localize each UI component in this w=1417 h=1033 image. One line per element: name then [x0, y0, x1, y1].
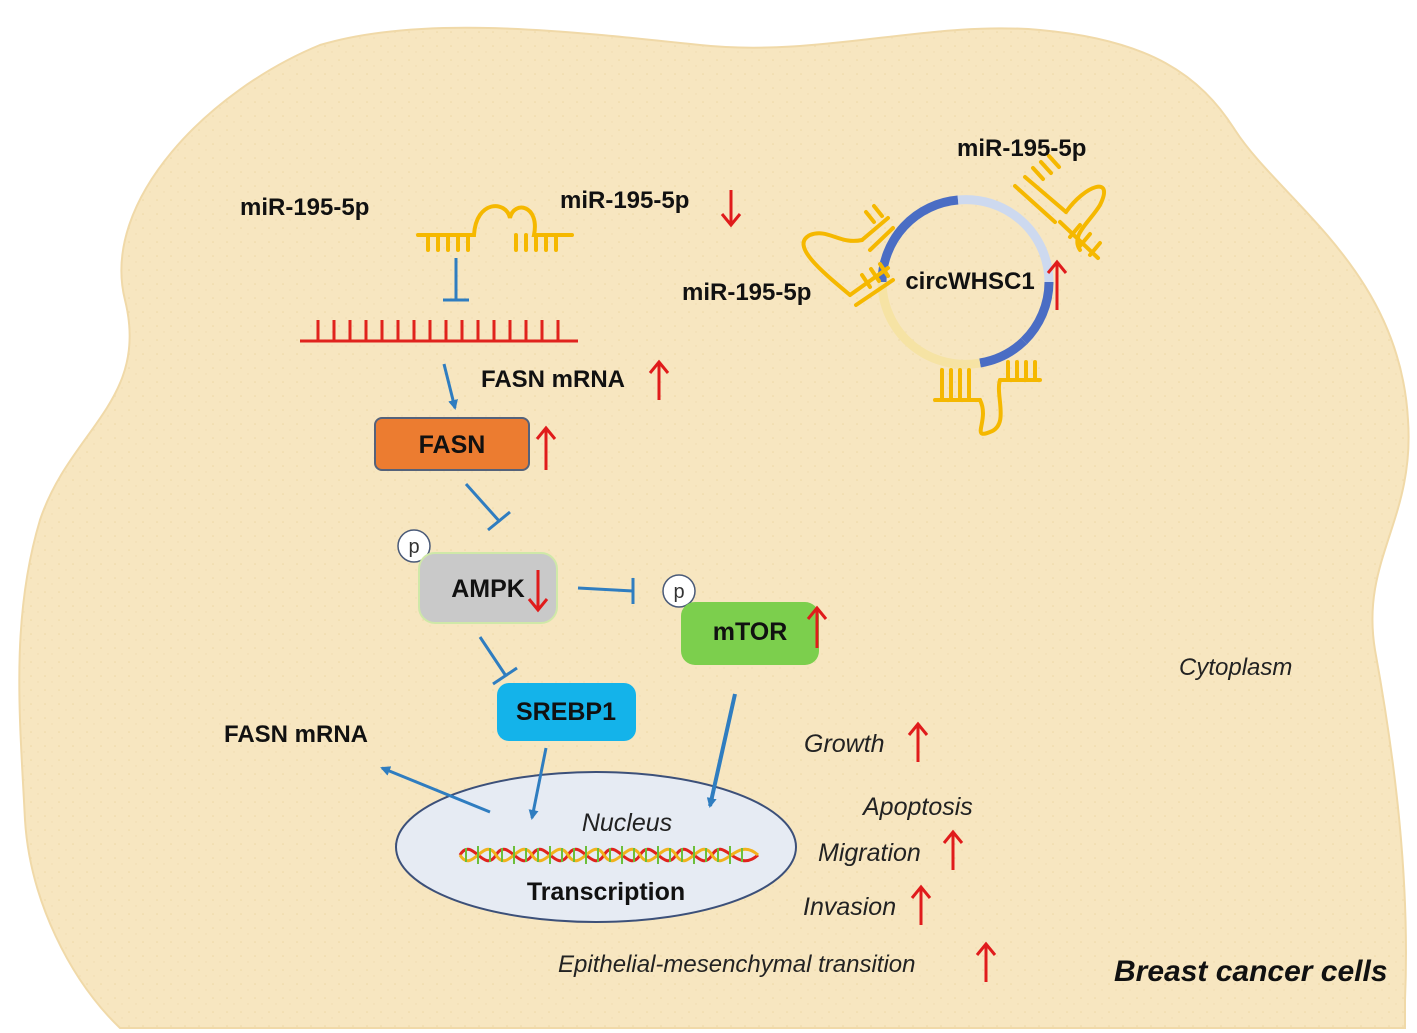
up-arrow-icon	[907, 721, 929, 762]
up-arrow-icon	[975, 941, 997, 982]
mirna-down-label: miR-195-5p	[560, 187, 689, 214]
phospho-mtor-icon	[662, 574, 696, 608]
cell-body	[18, 26, 1410, 1029]
mirna-label-left: miR-195-5p	[240, 194, 369, 221]
dna-helix-icon	[458, 846, 760, 864]
phospho-ampk-icon	[397, 529, 431, 563]
up-arrow-icon	[648, 359, 670, 400]
nucleus-label: Nucleus	[582, 809, 672, 837]
up-arrow-icon	[806, 605, 828, 648]
outcome-invasion: Invasion	[803, 893, 896, 921]
mirna-icon	[416, 204, 574, 252]
mirna-icon	[801, 154, 1107, 436]
up-arrow-icon	[535, 425, 557, 470]
red-arrows	[527, 190, 1068, 982]
nucleus	[395, 771, 797, 923]
up-arrow-icon	[942, 829, 964, 870]
ampk-label: AMPK	[451, 575, 525, 603]
outcome-emt: Epithelial-mesenchymal transition	[558, 951, 916, 978]
inhibition-icon	[577, 578, 635, 604]
fasn-box	[374, 417, 530, 471]
cytoplasm-label: Cytoplasm	[1179, 654, 1292, 681]
outcome-growth: Growth	[804, 730, 885, 758]
mtor-box	[681, 602, 819, 665]
arrow-mrna-to-fasn	[442, 363, 458, 410]
down-arrow-icon	[527, 570, 549, 613]
mirna-label-circ-left: miR-195-5p	[682, 279, 811, 306]
fasn-label: FASN	[419, 431, 486, 459]
transcription-label: Transcription	[527, 878, 685, 906]
outcome-migration: Migration	[818, 839, 921, 867]
fasn-mrna-label-bottom: FASN mRNA	[224, 721, 368, 748]
circwhsc1-label: circWHSC1	[905, 268, 1034, 295]
arrow-nucleus-to-mrna	[380, 766, 491, 814]
phospho-mtor-label: p	[673, 581, 684, 603]
srebp1-box	[497, 683, 636, 741]
inhibition-icon	[478, 636, 518, 686]
cell-type-label: Breast cancer cells	[1114, 955, 1388, 988]
arrow-srebp1-to-nucleus	[528, 747, 548, 820]
srebp1-label: SREBP1	[516, 698, 616, 726]
down-arrow-icon	[720, 190, 742, 228]
outcome-apoptosis: Apoptosis	[861, 793, 973, 821]
phospho-ampk-label: p	[408, 536, 419, 558]
ampk-box	[418, 552, 558, 624]
arrow-mtor-to-nucleus	[706, 693, 737, 808]
inhibition-icon	[464, 482, 511, 532]
fasn-mrna-label-top: FASN mRNA	[481, 366, 625, 393]
up-arrow-icon	[910, 884, 932, 925]
mirna-label-top-right: miR-195-5p	[957, 135, 1086, 162]
mtor-label: mTOR	[713, 618, 788, 646]
fasn-mrna-strand	[300, 320, 578, 343]
up-arrow-icon	[1046, 259, 1068, 310]
inhibition-icon	[443, 258, 469, 302]
